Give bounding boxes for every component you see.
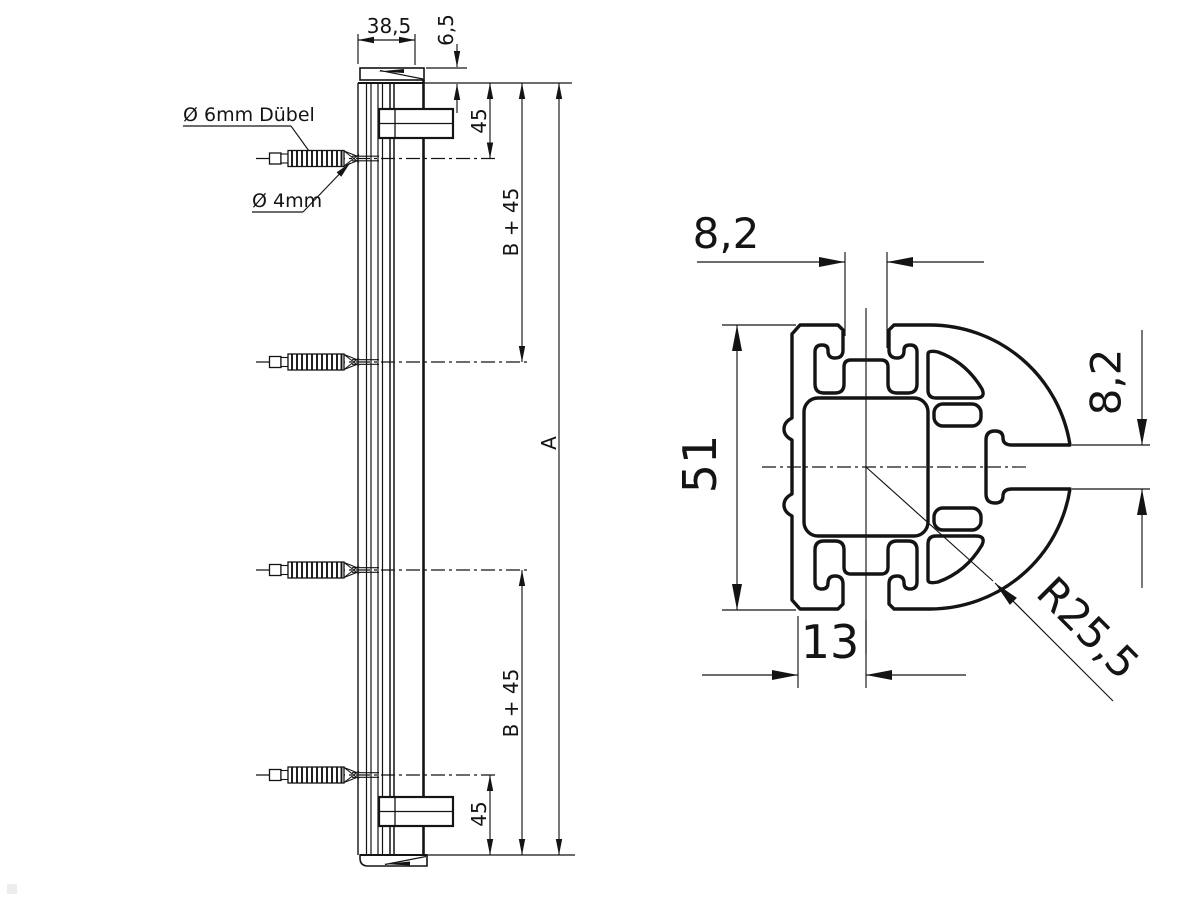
dim-side-slot: 8,2 [1072, 330, 1150, 588]
rail-lines [357, 80, 425, 855]
dim-cap-width-text: 38,5 [367, 14, 412, 38]
leader-line [302, 162, 351, 213]
end-cap-top [359, 67, 425, 81]
profile-chamber-bottom-right [926, 534, 985, 585]
section-view: 8,2 51 13 8,2 R25,5 [673, 209, 1150, 702]
label-screw-text: Ø 4mm [252, 190, 322, 212]
dim-cap-offset-text: 6,5 [434, 14, 458, 46]
dim-wall-to-center: 13 [702, 615, 966, 688]
dim-wall-to-center-text: 13 [801, 615, 860, 669]
mounting-bracket-bottom [377, 795, 455, 828]
dim-corner-radius-text: R25,5 [1027, 567, 1148, 688]
dim-cap-width: 38,5 [358, 14, 415, 44]
side-view: 38,5 6,5 45 B + 45 A B + 45 [183, 14, 575, 867]
dim-overall-length: A [537, 83, 563, 855]
dim-top-slot: 8,2 [693, 209, 984, 348]
dim-bottom-hole-offset: 45 [467, 775, 494, 855]
watermark [7, 884, 17, 894]
radius-line [865, 466, 994, 582]
dim-profile-height: 51 [673, 324, 796, 611]
leader-line [994, 582, 1114, 702]
dim-lower-hole-span-text: B + 45 [499, 669, 523, 738]
end-cap-bottom [359, 854, 428, 867]
dim-profile-height-text: 51 [673, 435, 727, 494]
label-screw: Ø 4mm [252, 162, 351, 213]
dim-cap-offset: 6,5 [434, 14, 461, 113]
mounting-bracket-top [377, 107, 455, 140]
leader-line [290, 125, 310, 152]
dim-side-slot-text: 8,2 [1082, 349, 1131, 416]
dim-top-hole-offset-text: 45 [467, 108, 491, 133]
profile-chamber-right-lower [932, 506, 983, 532]
profile-chamber-top-right [926, 349, 985, 400]
dim-bottom-hole-offset-text: 45 [467, 801, 491, 826]
dim-corner-radius: R25,5 [994, 567, 1149, 702]
label-dowel: Ø 6mm Dübel [183, 104, 315, 152]
dim-upper-hole-span-text: B + 45 [499, 188, 523, 257]
dim-lower-hole-span: B + 45 [499, 570, 526, 855]
profile-chamber-right-upper [932, 402, 983, 428]
label-dowel-text: Ø 6mm Dübel [183, 104, 315, 126]
dim-upper-hole-span: B + 45 [499, 83, 526, 362]
dim-overall-length-text: A [537, 436, 561, 450]
dim-top-slot-text: 8,2 [693, 209, 760, 258]
dim-top-hole-offset: 45 [467, 83, 494, 159]
